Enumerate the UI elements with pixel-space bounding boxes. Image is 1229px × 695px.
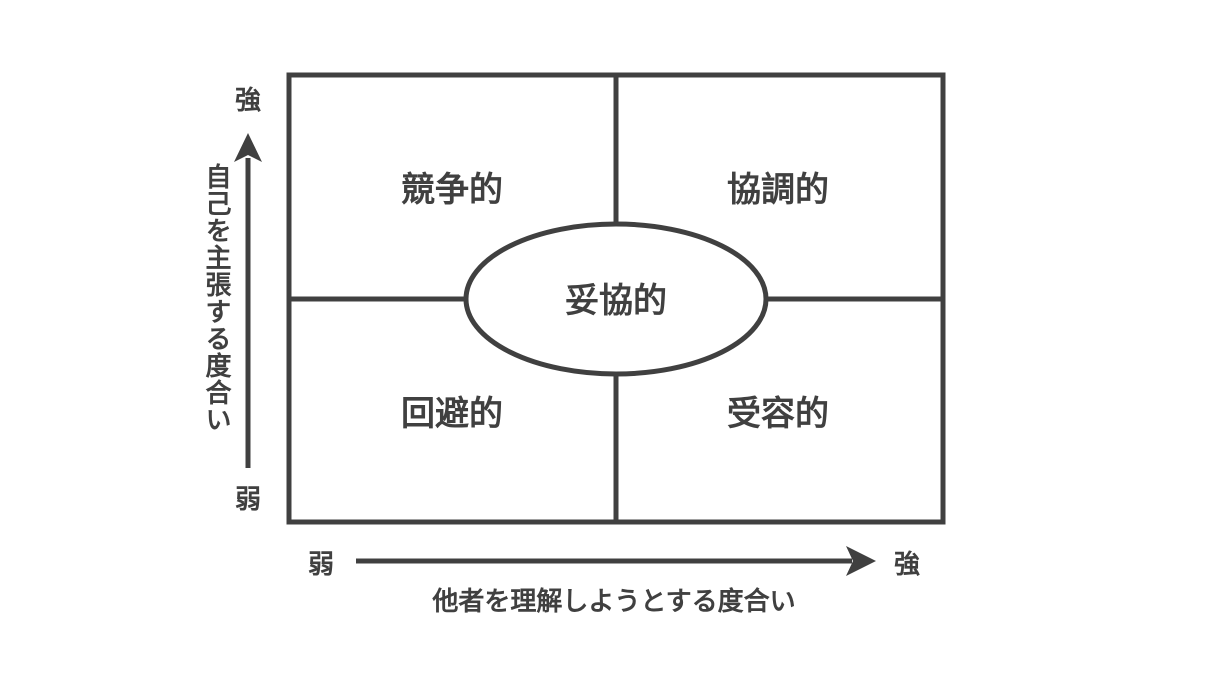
quadrant-label-competing: 競争的: [401, 170, 503, 210]
quadrant-label-accommodating: 受容的: [727, 394, 829, 434]
x-axis-title: 他者を理解しようとする度合い: [432, 587, 796, 617]
quadrant-label-avoiding: 回避的: [401, 394, 503, 434]
center-label-compromising: 妥協的: [565, 281, 667, 321]
x-axis-arrow-head: [846, 546, 876, 576]
y-axis-low-label: 弱: [234, 485, 262, 515]
x-axis-low-label: 弱: [307, 550, 335, 580]
y-axis-arrow-head: [234, 133, 262, 162]
quadrant-label-collaborating: 協調的: [727, 170, 829, 210]
center-ellipse: [463, 221, 769, 377]
y-axis-high-label: 強: [234, 86, 262, 116]
x-axis-high-label: 強: [893, 550, 921, 580]
y-axis-title: 自己を主張する度合い: [201, 163, 231, 433]
